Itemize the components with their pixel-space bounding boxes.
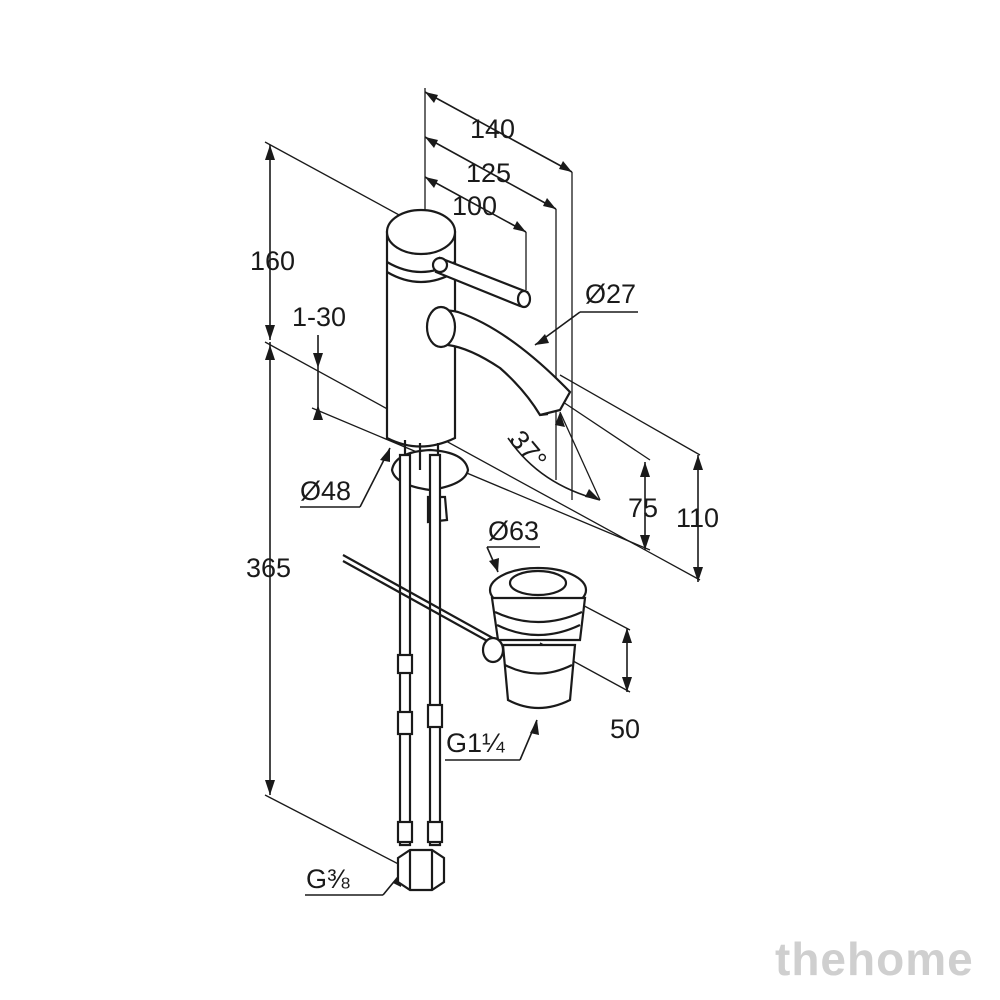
- dimension-labels: 140 125 100 160 1-30 Ø27 37° 75 110 Ø48 …: [246, 114, 719, 894]
- dim-160-label: 160: [250, 246, 295, 276]
- dim-140-label: 140: [470, 114, 515, 144]
- dim-dia27-label: Ø27: [585, 279, 636, 309]
- dim-100-label: 100: [452, 191, 497, 221]
- dimension-arrowheads: [265, 92, 703, 887]
- pop-up-waste: [342, 554, 588, 710]
- dim-50-label: 50: [610, 714, 640, 744]
- watermark-logo: thehome: [775, 933, 974, 985]
- faucet-body: [385, 208, 572, 524]
- dim-g3-8-label: G⅜: [306, 864, 350, 894]
- dim-125-label: 125: [466, 158, 511, 188]
- dim-1-30-label: 1-30: [292, 302, 346, 332]
- dim-365-label: 365: [246, 553, 291, 583]
- dim-37deg-label: 37°: [503, 425, 552, 476]
- dim-110-label: 110: [676, 503, 719, 533]
- dim-dia63-label: Ø63: [488, 516, 539, 546]
- dim-dia48-label: Ø48: [300, 476, 351, 506]
- supply-hoses: [396, 453, 446, 892]
- dim-g1-1-4-label: G1¼: [446, 728, 505, 758]
- dim-75-label: 75: [628, 493, 658, 523]
